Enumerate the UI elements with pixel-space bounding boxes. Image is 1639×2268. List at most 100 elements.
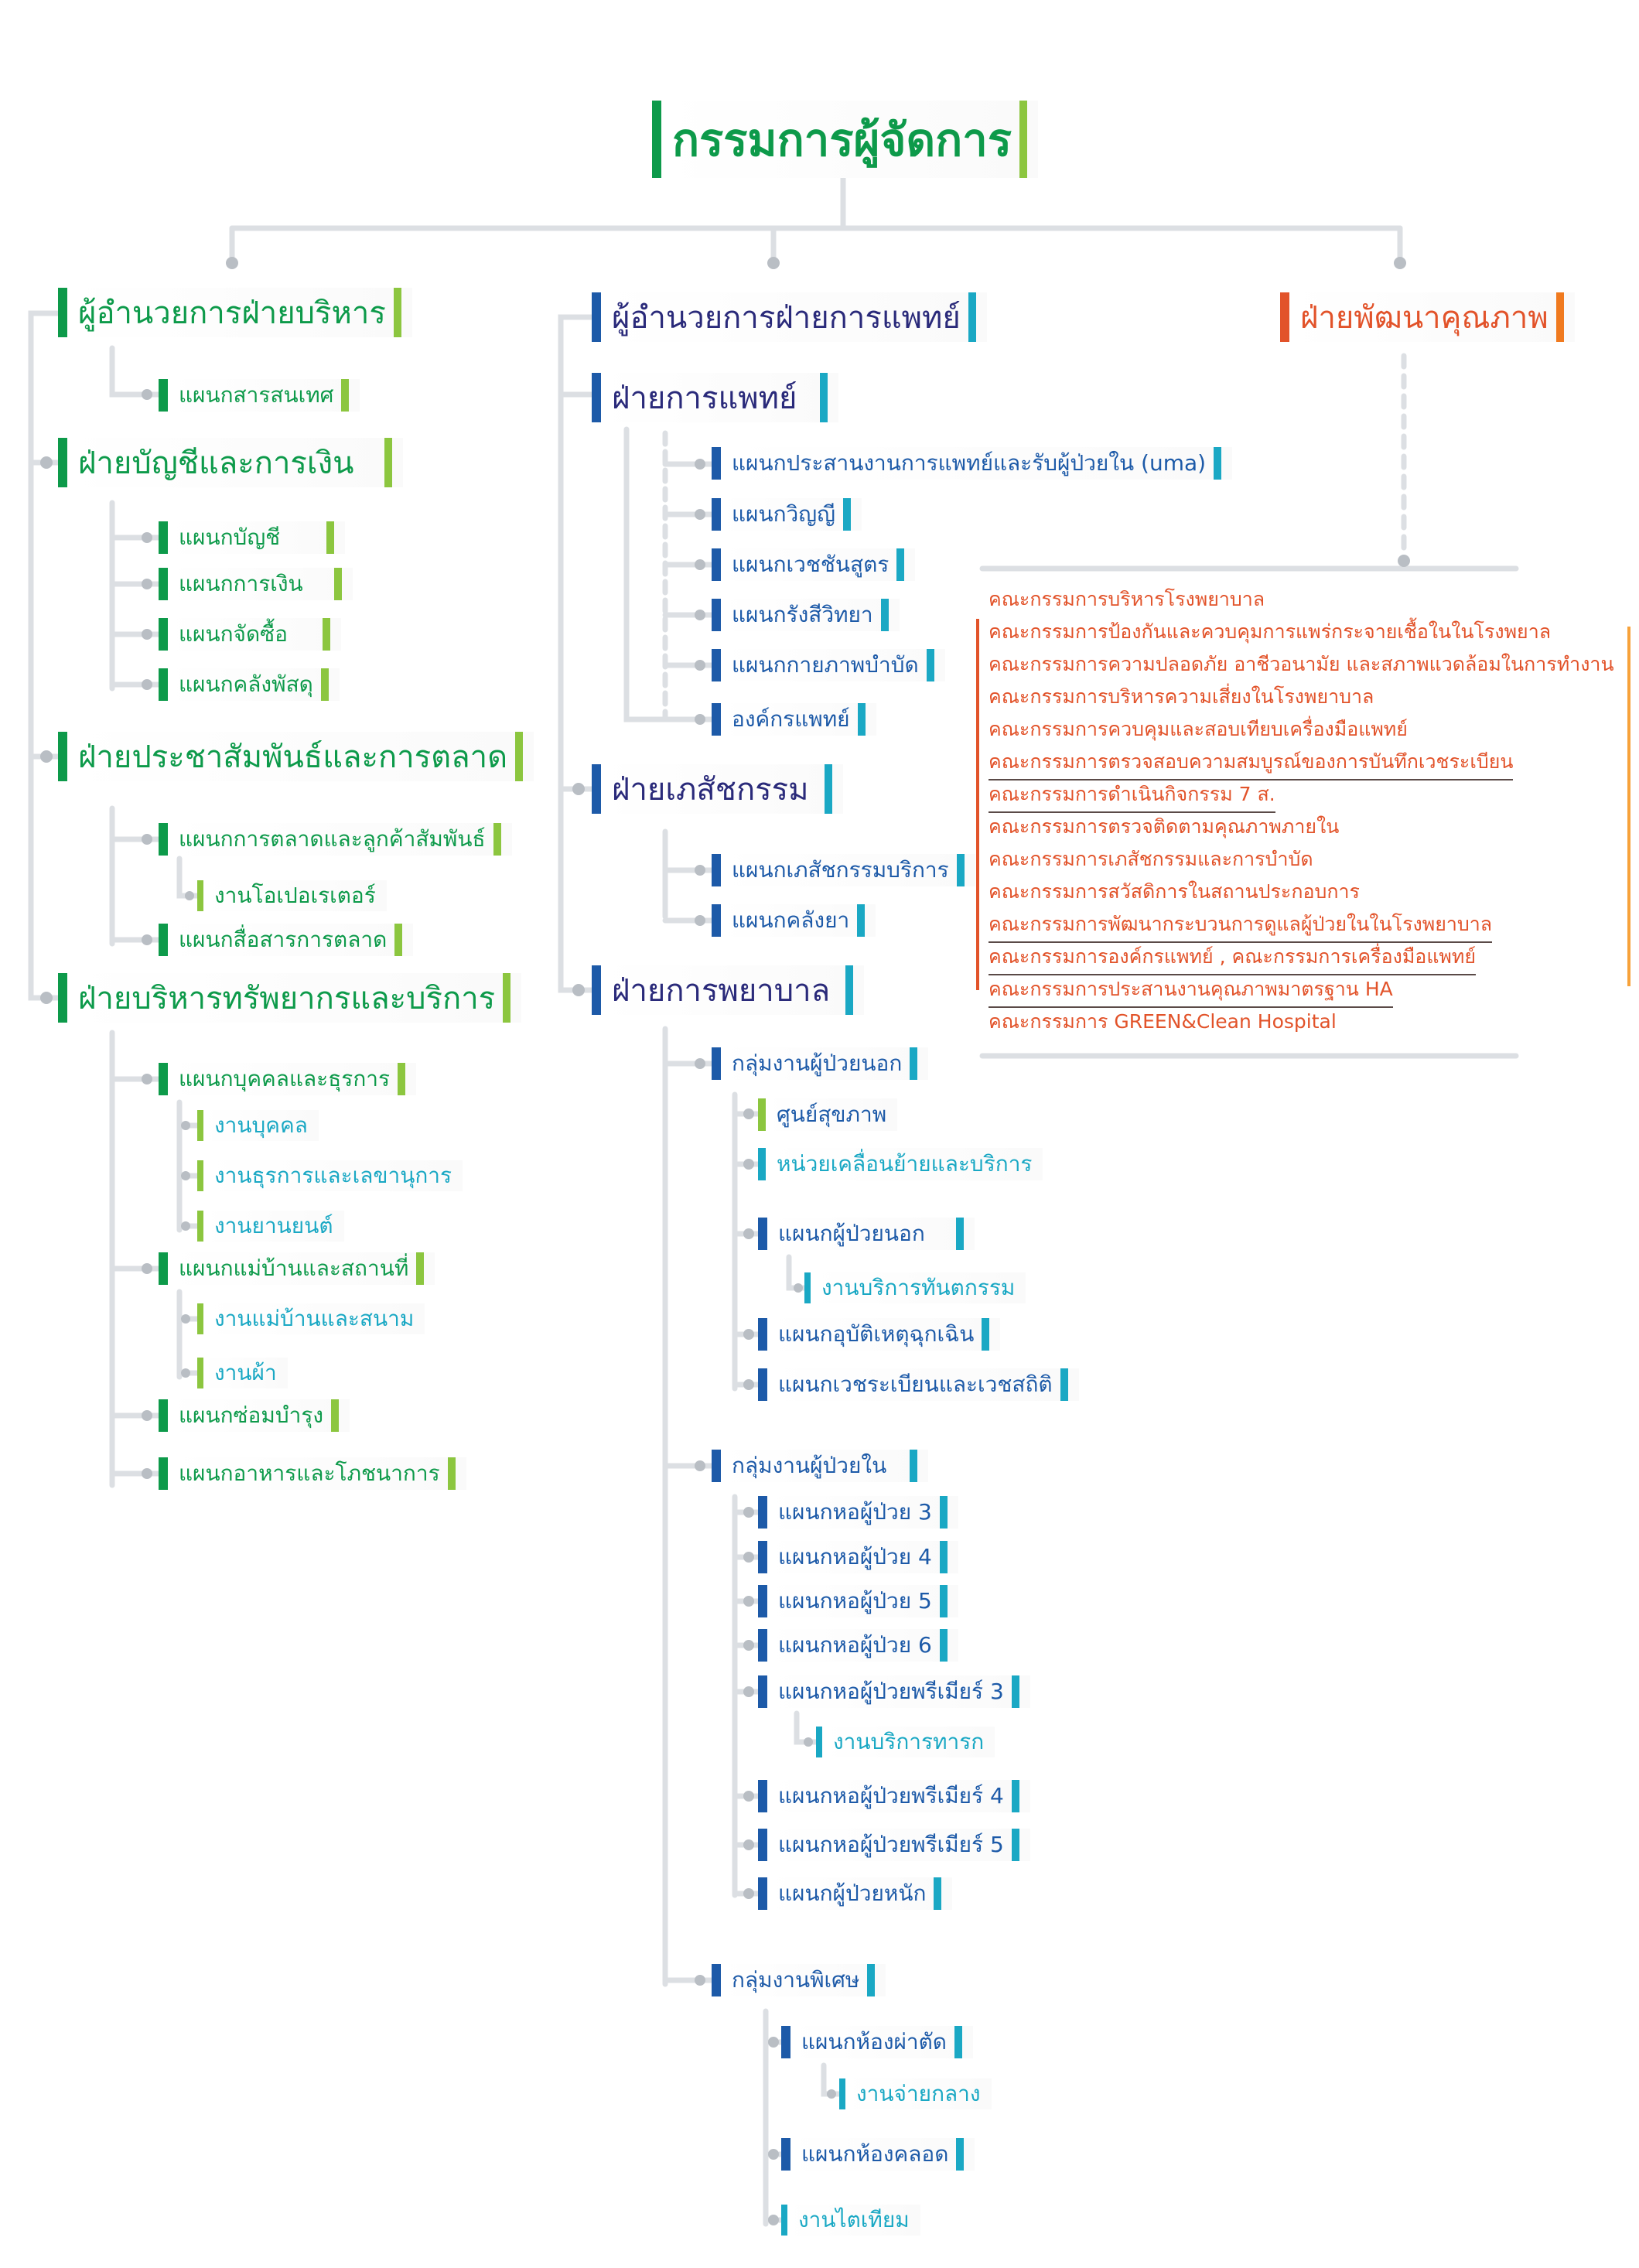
committee-item: คณะกรรมการบริหารความเสี่ยงในโรงพยาบาล (989, 685, 1374, 708)
committee-item: คณะกรรมการสวัสดิการในสถานประกอบการ (989, 880, 1360, 903)
ward-3-box: แผนกหอผู้ป่วย 3 (758, 1496, 958, 1529)
accent-bar (416, 1252, 425, 1285)
mobile-unit-label: หน่วยเคลื่อนย้ายและบริการ (777, 1151, 1033, 1177)
vehicle-unit-box: งานยานยนต์ (197, 1211, 344, 1242)
hr-dept-box: แผนกบุคคลและธุรการ (159, 1063, 417, 1095)
committee-item: คณะกรรมการดำเนินกิจกรรม 7 ส. (989, 779, 1275, 813)
finance-division-box: ฝ่ายบัญชีและการเงิน (58, 438, 404, 487)
accent-bar (820, 373, 828, 422)
premier-ward-4-box: แผนกหอผู้ป่วยพรีเมียร์ 4 (758, 1780, 1030, 1812)
maid-unit-box: งานแม่บ้านและสนาม (197, 1303, 425, 1334)
committee-item: คณะกรรมการเภสัชกรรมและการบำบัด (989, 848, 1313, 870)
supplies-dept-box: แผนกคลังพัสดุ (159, 668, 340, 701)
accent-bar (910, 1047, 918, 1080)
accent-bar (322, 618, 330, 651)
icu-dept-box: แผนกผู้ป่วยหนัก (758, 1877, 953, 1910)
committee-item: คณะกรรมการ GREEN&Clean Hospital (989, 1010, 1337, 1033)
accent-bar (896, 548, 905, 581)
committee-item: คณะกรรมการป้องกันและควบคุมการแพร่กระจายเ… (989, 620, 1552, 643)
personnel-unit-label: งานบุคคล (214, 1112, 308, 1138)
managing-director-label: กรรมการผู้จัดการ (672, 113, 1012, 166)
accent-bar (515, 732, 524, 781)
accent-bar (954, 2026, 962, 2058)
medical-director-label: ผู้อำนวยการฝ่ายการแพทย์ (612, 300, 961, 336)
operator-unit-box: งานโอเปอเรเตอร์ (197, 880, 387, 911)
accent-bar (845, 965, 854, 1015)
accounting-dept-box: แผนกบัญชี (159, 521, 346, 554)
accent-bar (447, 1457, 456, 1490)
accent-bar (1214, 447, 1222, 480)
dental-unit-label: งานบริการทันตกรรม (821, 1275, 1016, 1300)
marketing-dept-label: แผนกการตลาดและลูกค้าสัมพันธ์ (179, 826, 486, 852)
accent-bar (857, 904, 866, 937)
quality-division-box: ฝ่ายพัฒนาคุณภาพ (1280, 292, 1575, 342)
maid-unit-label: งานแม่บ้านและสนาม (214, 1306, 415, 1331)
ipd-group-box: กลุ่มงานผู้ป่วยใน (712, 1450, 929, 1482)
it-dept-label: แผนกสารสนเทศ (179, 382, 334, 408)
infant-unit-label: งานบริการทารก (833, 1729, 985, 1754)
outpatient-dept-box: แผนกผู้ป่วยนอก (758, 1218, 975, 1250)
accent-bar (910, 1450, 918, 1482)
uma-dept-box: แผนกประสานงานการแพทย์และรับผู้ป่วยใน (um… (712, 447, 1233, 480)
committee-item: คณะกรรมการควบคุมและสอบเทียบเครื่องมือแพท… (989, 718, 1408, 740)
food-dept-label: แผนกอาหารและโภชนาการ (179, 1460, 440, 1486)
supplies-dept-label: แผนกคลังพัสดุ (179, 671, 313, 697)
accent-bar (842, 498, 851, 531)
lr-dept-box: แผนกห้องคลอด (781, 2138, 975, 2171)
pharmacy-service-label: แผนกเภสัชกรรมบริการ (732, 857, 949, 883)
radiology-dept-label: แผนกรังสีวิทยา (732, 602, 873, 627)
mobile-unit-box: หน่วยเคลื่อนย้ายและบริการ (758, 1148, 1043, 1180)
accent-bar (824, 764, 832, 814)
managing-director-box: กรรมการผู้จัดการ (652, 101, 1038, 178)
outpatient-dept-label: แผนกผู้ป่วยนอก (778, 1221, 925, 1246)
ipd-group-label: กลุ่มงานผู้ป่วยใน (732, 1453, 887, 1478)
icu-dept-label: แผนกผู้ป่วยหนัก (778, 1880, 927, 1906)
lab-dept-label: แผนกเวชชันสูตร (732, 552, 889, 577)
purchasing-dept-box: แผนกจัดซื้อ (159, 618, 341, 651)
radiology-dept-box: แผนกรังสีวิทยา (712, 599, 900, 631)
media-dept-box: แผนกสื่อสารการตลาด (159, 924, 414, 956)
resource-division-label: ฝ่ายบริหารทรัพยากรและบริการ (78, 981, 496, 1016)
er-dept-label: แผนกอุบัติเหตุฉุกเฉิน (778, 1321, 975, 1347)
accent-bar (320, 668, 329, 701)
committee-item: คณะกรรมการตรวจติดตามคุณภาพภายใน (989, 815, 1340, 838)
lab-dept-box: แผนกเวชชันสูตร (712, 548, 916, 581)
accent-bar (939, 1585, 948, 1617)
vehicle-unit-label: งานยานยนต์ (214, 1213, 333, 1238)
premier-ward-4-label: แผนกหอผู้ป่วยพรีเมียร์ 4 (778, 1783, 1004, 1809)
pharmacy-division-box: ฝ่ายเภสัชกรรม (592, 764, 843, 814)
medical-director-box: ผู้อำนวยการฝ่ายการแพทย์ (592, 292, 987, 342)
admin-director-label: ผู้อำนวยการฝ่ายบริหาร (78, 295, 386, 331)
personnel-unit-box: งานบุคคล (197, 1110, 319, 1141)
premier-ward-5-label: แผนกหอผู้ป่วยพรีเมียร์ 5 (778, 1832, 1004, 1857)
ward-4-box: แผนกหอผู้ป่วย 4 (758, 1541, 958, 1573)
accent-bar (1011, 1675, 1019, 1708)
marketing-dept-box: แผนกการตลาดและลูกค้าสัมพันธ์ (159, 823, 512, 856)
accent-bar (982, 1318, 990, 1351)
lr-dept-label: แผนกห้องคลอด (801, 2141, 949, 2167)
accent-bar (503, 973, 511, 1023)
opd-group-box: กลุ่มงานผู้ป่วยนอก (712, 1047, 929, 1080)
or-dept-box: แผนกห้องผ่าตัด (781, 2026, 973, 2058)
housekeeping-dept-box: แผนกแม่บ้านและสถานที่ (159, 1252, 435, 1285)
uma-dept-label: แผนกประสานงานการแพทย์และรับผู้ป่วยใน (um… (732, 450, 1207, 476)
housekeeping-dept-label: แผนกแม่บ้านและสถานที่ (179, 1255, 409, 1281)
ward-3-label: แผนกหอผู้ป่วย 3 (778, 1499, 932, 1525)
special-group-label: กลุ่มงานพิเศษ (732, 1967, 860, 1993)
accent-bar (956, 2138, 965, 2171)
accent-bar (393, 288, 401, 337)
accent-bar (384, 438, 393, 487)
committee-item: คณะกรรมการความปลอดภัย อาชีวอนามัย และสภา… (989, 653, 1614, 675)
admin-sec-unit-box: งานธุรการและเลขานุการ (197, 1160, 463, 1191)
ward-6-label: แผนกหอผู้ป่วย 6 (778, 1632, 932, 1658)
ward-6-box: แผนกหอผู้ป่วย 6 (758, 1629, 958, 1662)
premier-ward-5-box: แผนกหอผู้ป่วยพรีเมียร์ 5 (758, 1829, 1030, 1861)
accent-bar (956, 854, 965, 886)
accent-bar (934, 1877, 942, 1910)
accounting-dept-label: แผนกบัญชี (179, 524, 281, 550)
drug-store-label: แผนกคลังยา (732, 907, 850, 933)
accent-bar (1011, 1829, 1019, 1861)
nursing-division-label: ฝ่ายการพยาบาล (612, 973, 831, 1009)
medical-board-label: องค์กรแพทย์ (732, 706, 850, 732)
accent-bar (939, 1629, 948, 1662)
